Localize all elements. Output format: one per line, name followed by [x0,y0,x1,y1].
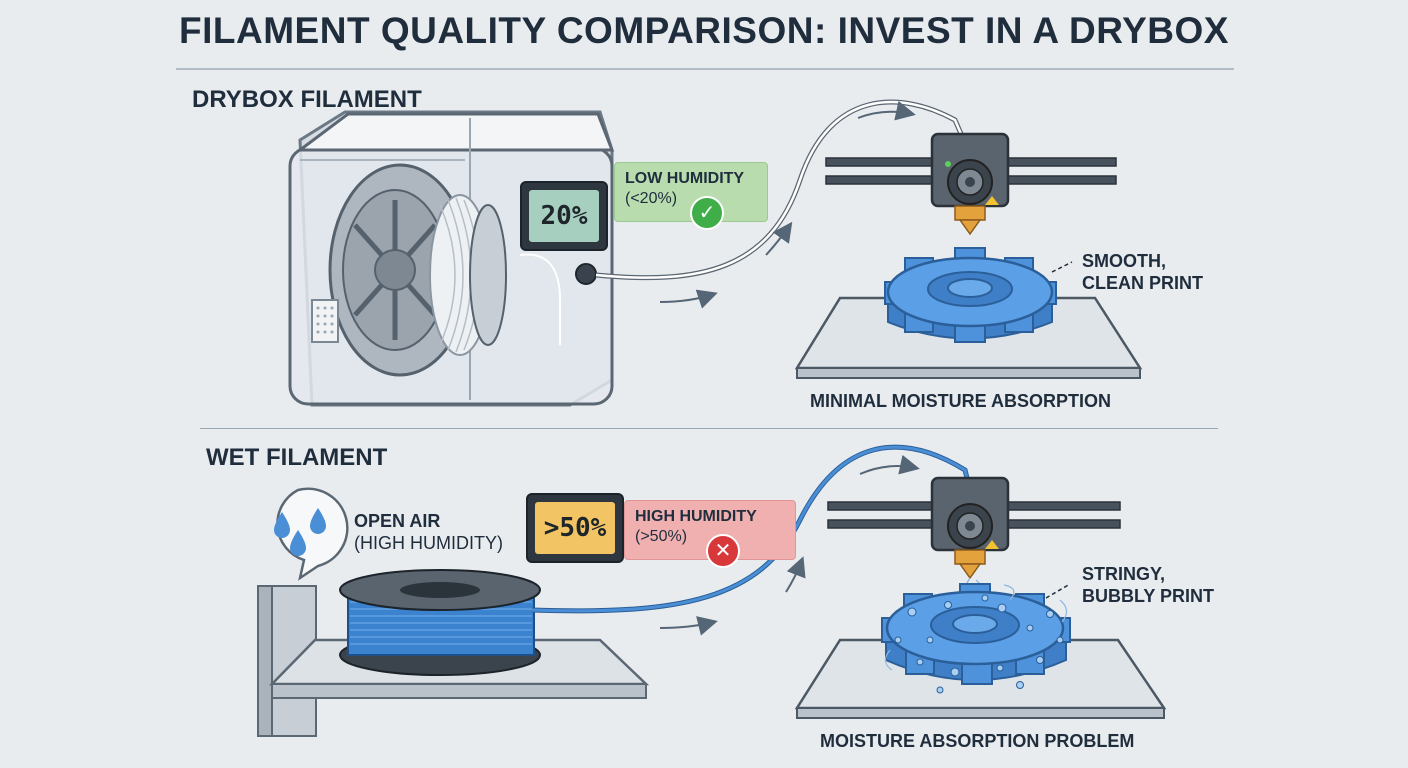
check-icon: ✓ [690,196,724,230]
drybox-hygrometer-screen: 20% [529,190,599,242]
title-divider [176,68,1234,70]
smooth-print-line2: CLEAN PRINT [1082,273,1203,293]
bubbly-print-line1: STRINGY, [1082,564,1166,584]
water-drops-icon [274,487,349,581]
wet-hygrometer: >50% [526,493,624,563]
wet-caption: MOISTURE ABSORPTION PROBLEM [820,731,1135,751]
bubbly-print-line2: BUBBLY PRINT [1082,586,1215,606]
flow-arrow [785,556,806,593]
bubbly-print-label: STRINGY, BUBBLY PRINT [1082,563,1214,607]
wet-hygrometer-screen: >50% [535,502,615,554]
wet-spool [339,569,541,676]
low-humidity-badge: LOW HUMIDITY (<20%) [614,162,768,222]
smooth-print-line1: SMOOTH, [1082,251,1166,271]
printer-gantry-top [825,132,1117,236]
section-divider [200,428,1218,429]
open-air-line2: (HIGH HUMIDITY) [354,533,503,553]
wall-shelf [257,585,650,737]
drybox-section-label: DRYBOX FILAMENT [192,86,422,113]
low-humidity-title: LOW HUMIDITY [625,170,745,187]
flow-arrow [859,454,920,475]
low-humidity-value: (<20%) [625,190,678,207]
flow-arrow [857,100,916,121]
drybox-caption: MINIMAL MOISTURE ABSORPTION [810,391,1111,411]
drybox-container [288,110,615,407]
high-humidity-title: HIGH HUMIDITY [635,508,757,525]
smooth-gear-print [884,247,1057,343]
printer-gantry-bottom [827,476,1121,617]
flow-arrow [659,289,718,309]
high-humidity-value: (>50%) [635,528,688,545]
open-air-line1: OPEN AIR [354,511,441,531]
page-title: FILAMENT QUALITY COMPARISON: INVEST IN A… [179,10,1229,51]
cross-icon: ✕ [706,534,740,568]
wet-section-label: WET FILAMENT [206,444,388,471]
flow-arrow [765,221,793,256]
drybox-hygrometer: 20% [520,181,608,251]
bubbly-gear-print [881,583,1071,694]
open-air-label: OPEN AIR (HIGH HUMIDITY) [354,510,503,554]
flow-arrow [659,616,718,636]
smooth-print-label: SMOOTH, CLEAN PRINT [1082,250,1203,294]
